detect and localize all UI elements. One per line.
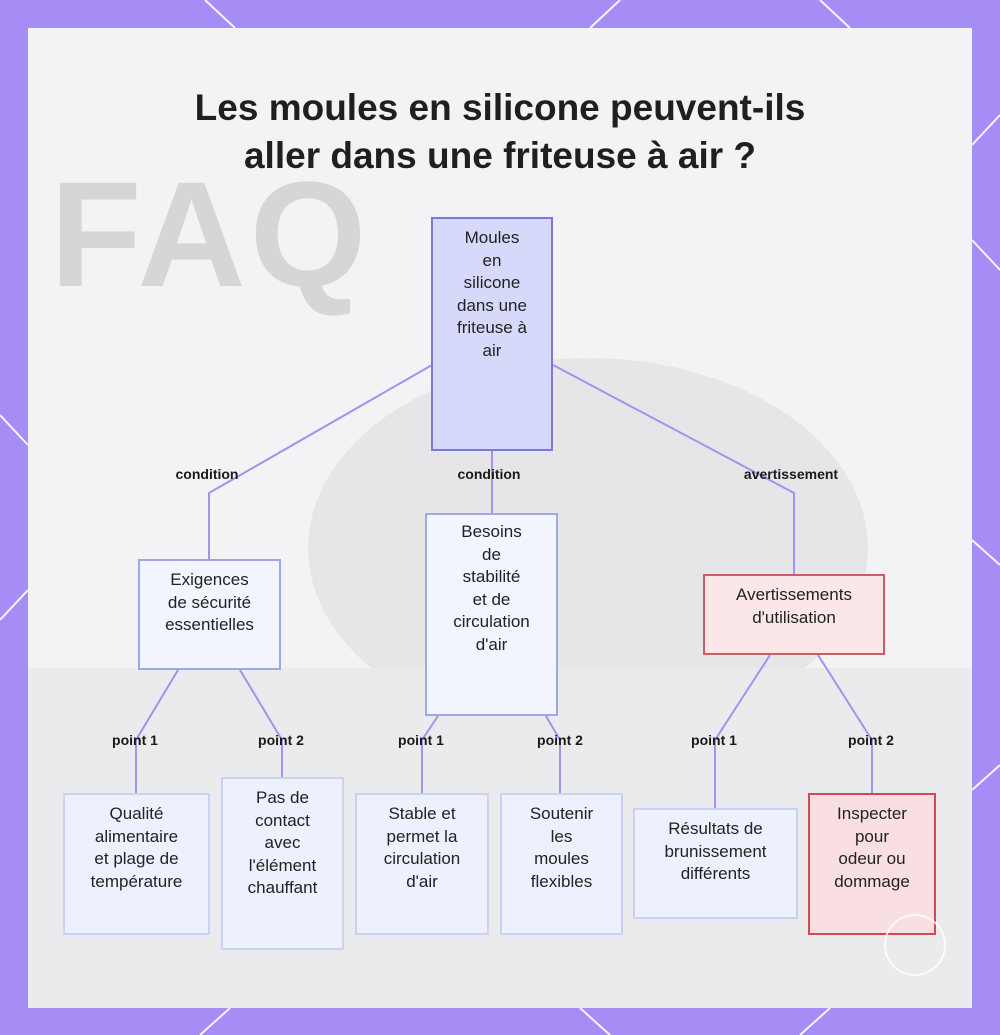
background-faq-text: FAQ	[50, 150, 371, 318]
edge-warnings-2	[817, 654, 873, 793]
edge-warnings-1	[714, 654, 771, 808]
node-food-grade-label: Qualité alimentaire et plage de températ…	[90, 804, 183, 891]
edge-root-warnings	[552, 364, 795, 575]
node-inspect-label: Inspecter pour odeur ou dommage	[834, 804, 910, 891]
node-stability-needs: Besoins de stabilité et de circulation d…	[425, 513, 558, 716]
node-no-contact-label: Pas de contact avec l'élément chauffant	[247, 788, 318, 897]
node-safety-requirements: Exigences de sécurité essentielles	[138, 559, 281, 670]
title-line-1: Les moules en silicone peuvent-ils	[194, 87, 806, 128]
node-support-molds: Soutenir les moules flexibles	[500, 793, 623, 935]
edge-stability-2	[545, 715, 561, 793]
node-browning-results: Résultats de brunissement différents	[633, 808, 798, 919]
node-usage-warnings: Avertissements d'utilisation	[703, 574, 885, 655]
node-safety-label: Exigences de sécurité essentielles	[165, 570, 254, 634]
edge-label-point-1: point 1	[691, 732, 737, 748]
edge-safety-2	[239, 669, 283, 778]
watermark-logo-icon	[884, 914, 946, 976]
title-line-2: aller dans une friteuse à air ?	[243, 135, 757, 176]
edge-label-point-1: point 1	[398, 732, 444, 748]
node-stable-air-label: Stable et permet la circulation d'air	[383, 804, 461, 891]
edge-root-safety	[208, 364, 433, 560]
edge-stability-1	[421, 715, 439, 793]
edge-label-point-1: point 1	[112, 732, 158, 748]
edge-label-point-2: point 2	[258, 732, 304, 748]
node-warnings-label: Avertissements d'utilisation	[736, 585, 852, 627]
node-no-contact: Pas de contact avec l'élément chauffant	[221, 777, 344, 950]
node-inspect: Inspecter pour odeur ou dommage	[808, 793, 936, 935]
page-title: Les moules en silicone peuvent-ils aller…	[100, 84, 900, 180]
node-stable-air: Stable et permet la circulation d'air	[355, 793, 489, 935]
edge-label-condition: condition	[175, 466, 239, 482]
node-root-label: Moules en silicone dans une friteuse à a…	[457, 228, 527, 360]
edge-safety-1	[135, 669, 179, 793]
edge-label-point-2: point 2	[537, 732, 583, 748]
edge-label-avertissement: avertissement	[743, 466, 839, 482]
node-food-grade: Qualité alimentaire et plage de températ…	[63, 793, 210, 935]
edge-label-point-2: point 2	[848, 732, 894, 748]
edge-label-condition: condition	[457, 466, 521, 482]
node-root: Moules en silicone dans une friteuse à a…	[431, 217, 553, 451]
node-browning-label: Résultats de brunissement différents	[664, 819, 767, 883]
node-support-label: Soutenir les moules flexibles	[529, 804, 594, 891]
node-stability-label: Besoins de stabilité et de circulation d…	[453, 522, 530, 654]
